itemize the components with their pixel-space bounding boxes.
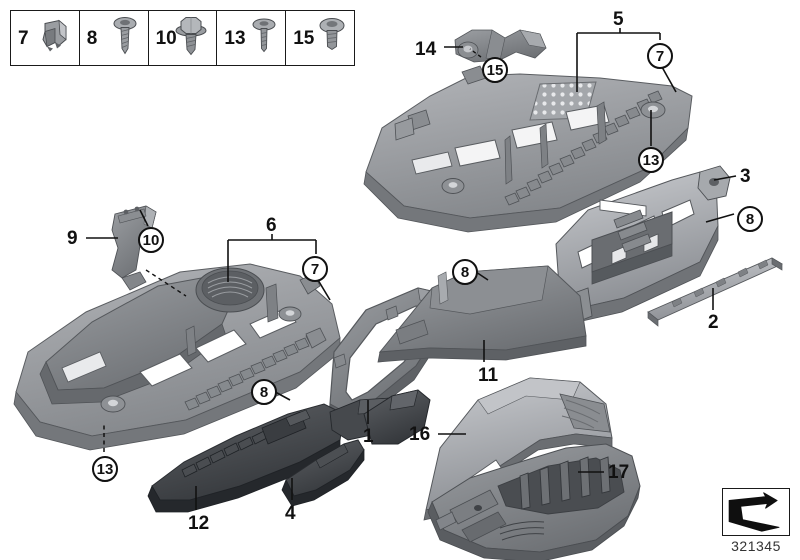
- part-5-artwork: [363, 65, 693, 233]
- part-3-artwork: [555, 165, 731, 325]
- callout-16[interactable]: 16: [409, 424, 431, 445]
- legend-number: 10: [155, 27, 177, 49]
- callout-3[interactable]: 3: [740, 166, 751, 187]
- part-9-artwork: [111, 205, 157, 291]
- legend-cell-4[interactable]: 15: [286, 11, 354, 65]
- callout-12[interactable]: 12: [188, 513, 210, 534]
- callout-5[interactable]: 5: [613, 9, 624, 30]
- leader-lines: [86, 28, 737, 510]
- button-head-screw-icon: [316, 15, 348, 62]
- callout-13-upper[interactable]: 13: [638, 147, 664, 173]
- callout-2[interactable]: 2: [708, 312, 719, 333]
- callout-17[interactable]: 17: [608, 462, 630, 483]
- clip-fastener-icon: [33, 16, 73, 61]
- part-4-artwork: [281, 439, 365, 507]
- legend-cell-3[interactable]: 13: [217, 11, 287, 65]
- legend-number: 8: [86, 27, 98, 49]
- fastener-legend: 7 8: [10, 10, 355, 66]
- callout-8-right[interactable]: 8: [737, 206, 763, 232]
- callout-8-lower[interactable]: 8: [251, 379, 277, 405]
- orientation-indicator: [722, 488, 790, 536]
- callout-7-lower[interactable]: 7: [302, 256, 328, 282]
- callout-15[interactable]: 15: [482, 57, 508, 83]
- callout-7-upper[interactable]: 7: [647, 43, 673, 69]
- callout-9[interactable]: 9: [67, 228, 78, 249]
- legend-number: 13: [224, 27, 246, 49]
- diagram-number: 321345: [731, 538, 781, 554]
- part-14-artwork: [454, 29, 547, 63]
- forward-arrow-icon: [728, 492, 780, 532]
- callout-10[interactable]: 10: [138, 227, 164, 253]
- callout-1[interactable]: 1: [363, 426, 374, 447]
- part-2-artwork: [647, 257, 783, 327]
- callout-13-lower[interactable]: 13: [92, 456, 118, 482]
- callout-8-center[interactable]: 8: [452, 259, 478, 285]
- callout-6[interactable]: 6: [266, 215, 277, 236]
- callout-14[interactable]: 14: [415, 39, 437, 60]
- callout-11[interactable]: 11: [478, 365, 499, 386]
- oval-head-screw-icon: [249, 15, 279, 62]
- legend-cell-1[interactable]: 8: [80, 11, 149, 65]
- legend-cell-2[interactable]: 10: [149, 11, 218, 65]
- part-8-insert-artwork: [363, 389, 431, 445]
- pan-head-self-tapping-screw-icon: [108, 15, 142, 62]
- hex-flange-bolt-icon: [172, 15, 210, 62]
- callout-4[interactable]: 4: [285, 503, 296, 524]
- legend-number: 7: [18, 27, 29, 49]
- legend-cell-0[interactable]: 7: [11, 11, 80, 65]
- legend-number: 15: [293, 27, 315, 49]
